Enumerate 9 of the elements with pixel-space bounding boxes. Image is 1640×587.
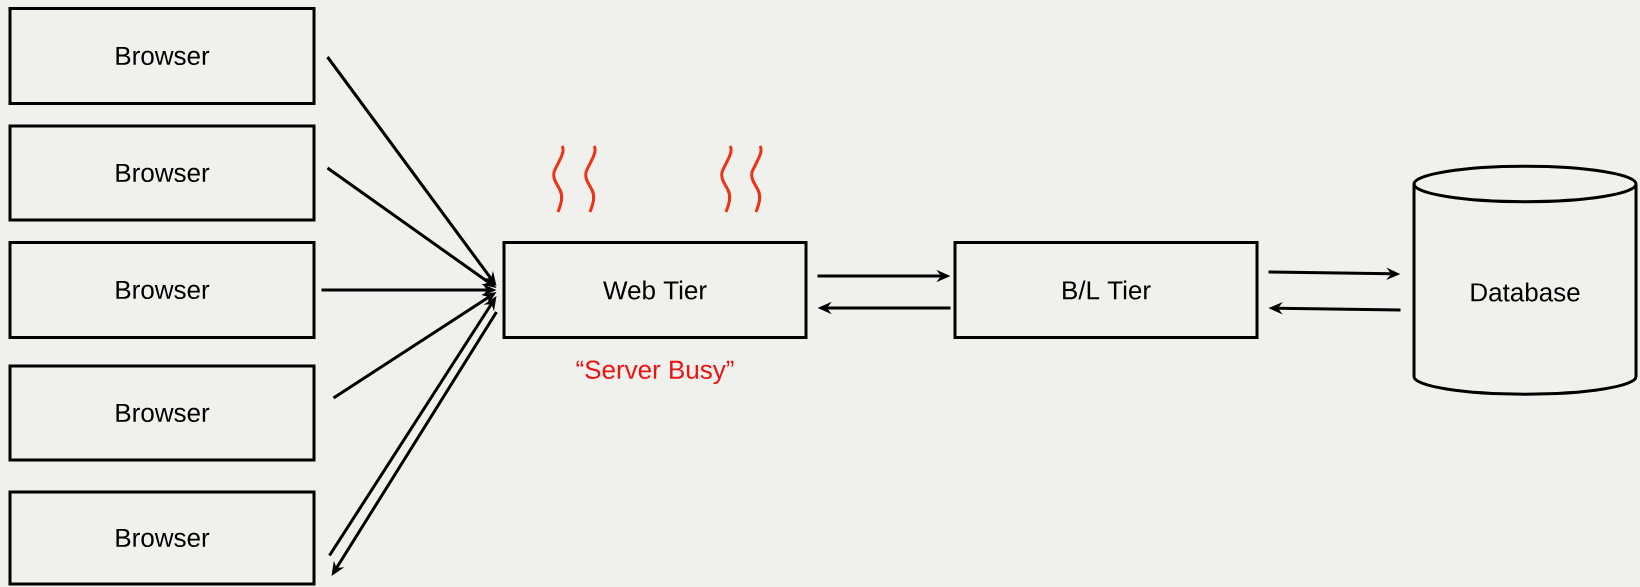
- status-note: “Server Busy”: [576, 360, 734, 385]
- database-cylinder: Database: [1412, 164, 1638, 396]
- process-box: Browser: [8, 241, 316, 339]
- process-box: Browser: [8, 7, 316, 105]
- process-box: Browser: [8, 490, 316, 586]
- process-box: Web Tier: [502, 241, 808, 339]
- process-box: B/L Tier: [953, 241, 1259, 339]
- process-box: Browser: [8, 124, 316, 222]
- process-box: Browser: [8, 364, 316, 462]
